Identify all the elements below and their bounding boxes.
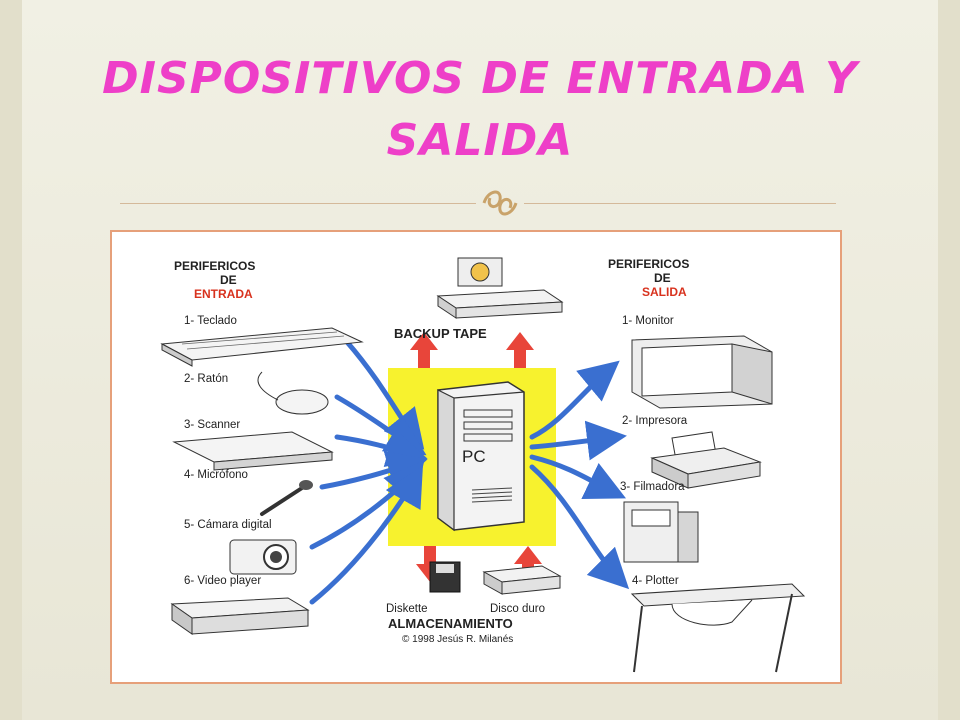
keyboard-icon xyxy=(160,327,364,367)
diagram-canvas: PC BACKUP TAPE PERIFERICOS DE ENTRADA 1-… xyxy=(160,257,806,673)
input-flow-arrows xyxy=(309,339,428,605)
backup-tape-label: BACKUP TAPE xyxy=(394,326,487,341)
scanner-icon xyxy=(172,431,334,471)
title-line-2: SALIDA xyxy=(386,115,574,166)
flourish-ornament-icon xyxy=(482,190,518,216)
storage-item-diskette: Diskette xyxy=(386,603,428,615)
title-divider-right xyxy=(524,203,836,204)
mouse-icon xyxy=(257,371,329,415)
input-header-line-1: PERIFERICOS xyxy=(174,259,255,273)
output-item-monitor: 1- Monitor xyxy=(622,315,674,327)
output-header-line-3: SALIDA xyxy=(642,285,687,299)
slide-border-left xyxy=(0,0,22,720)
input-item-camera: 5- Cámara digital xyxy=(184,519,272,531)
output-item-plotter: 4- Plotter xyxy=(632,575,679,587)
camera-icon xyxy=(229,539,297,575)
plotter-icon xyxy=(630,583,806,673)
slide-border-right xyxy=(938,0,960,720)
input-item-microphone: 4- Micrófono xyxy=(184,469,248,481)
monitor-icon xyxy=(631,335,773,409)
title-divider-left xyxy=(120,203,476,204)
output-item-film-recorder: 3- Filmadora xyxy=(620,481,685,493)
pc-tower-icon xyxy=(437,381,525,532)
microphone-icon xyxy=(260,480,313,516)
input-item-keyboard: 1- Teclado xyxy=(184,315,237,327)
input-header-line-3: ENTRADA xyxy=(194,287,253,301)
hard-disk-icon xyxy=(482,565,562,595)
input-item-video-player: 6- Video player xyxy=(184,575,261,587)
backup-tape-icon xyxy=(436,257,564,319)
output-header-line-2: DE xyxy=(654,271,671,285)
pc-label: PC xyxy=(462,447,486,466)
output-item-printer: 2- Impresora xyxy=(622,415,688,427)
storage-item-hard-disk: Disco duro xyxy=(490,603,545,615)
video-player-icon xyxy=(170,597,310,635)
input-header-line-2: DE xyxy=(220,273,237,287)
diskette-icon xyxy=(429,561,461,593)
input-item-scanner: 3- Scanner xyxy=(184,419,240,431)
slide-title: DISPOSITIVOS DE ENTRADA Y SALIDA xyxy=(100,48,860,172)
output-header-line-1: PERIFERICOS xyxy=(608,257,689,271)
copyright-credit: © 1998 Jesús R. Milanés xyxy=(402,634,513,645)
storage-header: ALMACENAMIENTO xyxy=(388,616,513,631)
output-flow-arrows xyxy=(529,360,630,590)
io-devices-diagram: PC BACKUP TAPE PERIFERICOS DE ENTRADA 1-… xyxy=(110,230,842,684)
film-recorder-icon xyxy=(623,501,699,563)
printer-icon xyxy=(650,431,762,489)
input-item-mouse: 2- Ratón xyxy=(184,373,228,385)
title-line-1: DISPOSITIVOS DE ENTRADA Y xyxy=(102,53,858,104)
